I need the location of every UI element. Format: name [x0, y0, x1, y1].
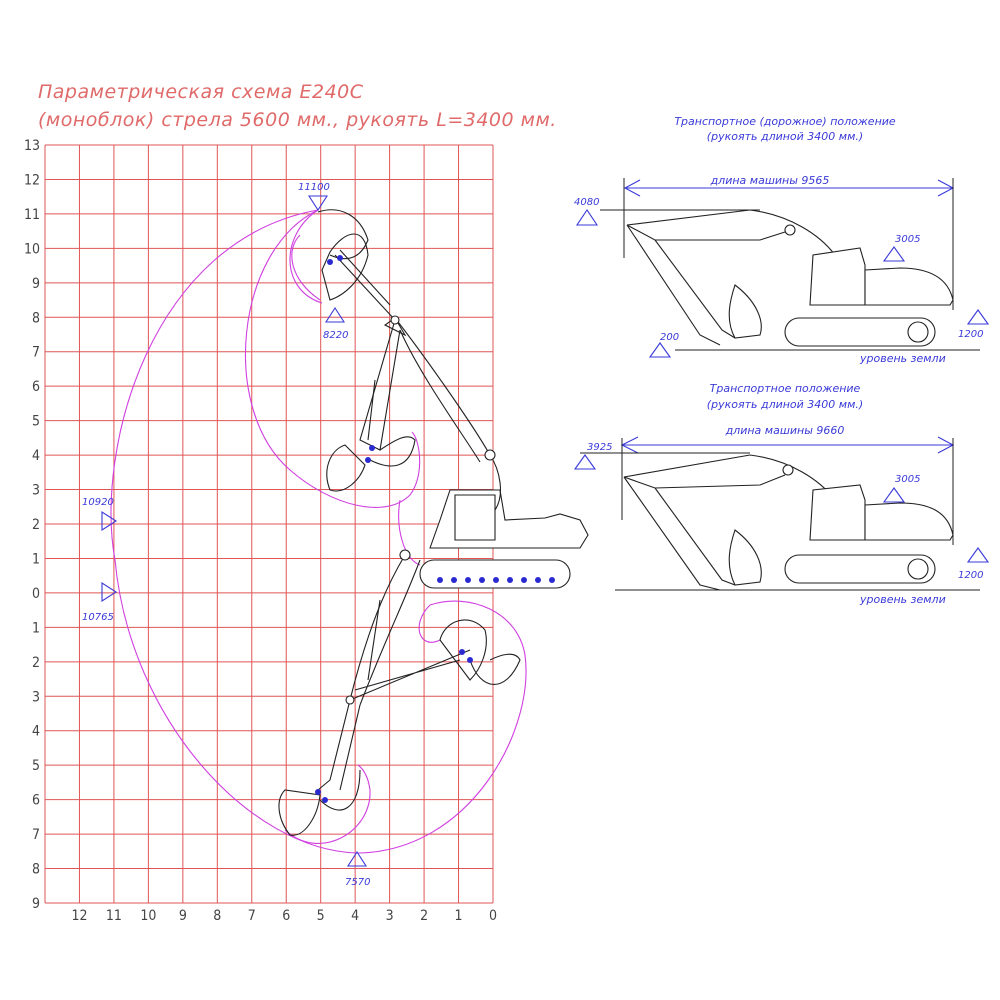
y-tick-label: 5	[32, 758, 40, 774]
max-height-marker: 11100	[298, 182, 330, 212]
x-tick-label: 7	[248, 908, 256, 924]
triangle-up-icon	[346, 850, 368, 867]
view2-height-value: 3925	[587, 442, 612, 453]
track-roller	[521, 577, 527, 583]
view1-counterweight-value: 1200	[958, 329, 983, 340]
y-tick-label: 0	[32, 586, 40, 602]
triangle-right-icon	[101, 510, 118, 532]
view2-title-line1: Транспортное положение	[710, 382, 861, 395]
y-tick-label: 7	[32, 345, 40, 361]
y-tick-label: 4	[32, 724, 40, 740]
digging-envelope	[110, 209, 527, 854]
view1-ground-label: уровень земли	[859, 352, 946, 365]
y-tick-label: 1	[32, 551, 40, 567]
view2-length-label: длина машины 9660	[725, 424, 845, 437]
excavator-tracks	[419, 559, 571, 589]
view2-title-line2: (рукоять длиной 3400 мм.)	[707, 398, 863, 411]
dump-height-marker: 8220	[323, 306, 348, 341]
max-reach-value: 10920	[82, 497, 114, 508]
x-tick-label: 10	[140, 908, 156, 924]
y-tick-label: 6	[32, 379, 40, 395]
max-reach-marker: 10920	[82, 497, 118, 532]
track-roller	[535, 577, 541, 583]
y-tick-label: 8	[32, 310, 40, 326]
y-tick-label: 13	[24, 138, 40, 154]
triangle-down-icon	[307, 195, 329, 212]
x-tick-label: 6	[282, 908, 290, 924]
x-tick-label: 5	[317, 908, 325, 924]
y-tick-label: 1	[32, 620, 40, 636]
track-roller	[451, 577, 457, 583]
y-tick-label: 10	[24, 241, 40, 257]
y-tick-label: 6	[32, 793, 40, 809]
y-tick-label: 2	[32, 517, 40, 533]
view1-cab-height-value: 3005	[895, 234, 920, 245]
triangle-up-icon	[324, 306, 346, 323]
max-height-value: 11100	[298, 182, 330, 193]
track-roller	[507, 577, 513, 583]
view1-length-label: длина машины 9565	[710, 174, 830, 187]
y-tick-label: 4	[32, 448, 40, 464]
max-depth-value: 7570	[345, 877, 370, 888]
track-roller	[479, 577, 485, 583]
y-tick-label: 9	[32, 276, 40, 292]
transport-road-position-view: Транспортное (дорожное) положение (рукоя…	[574, 115, 990, 365]
x-tick-label: 2	[420, 908, 428, 924]
track-roller	[549, 577, 555, 583]
max-depth-marker: 7570	[345, 850, 370, 888]
excavator-working-positions	[278, 209, 589, 836]
triangle-right-icon	[101, 581, 118, 603]
y-tick-label: 2	[32, 655, 40, 671]
diagram-title-line2: (моноблок) стрела 5600 мм., рукоять L=34…	[38, 109, 557, 131]
view1-title-line2: (рукоять длиной 3400 мм.)	[707, 130, 863, 143]
y-tick-label: 12	[24, 172, 40, 188]
x-tick-label: 8	[213, 908, 221, 924]
y-tick-label: 11	[24, 207, 40, 223]
x-tick-label: 1	[455, 908, 463, 924]
y-tick-label: 3	[32, 689, 40, 705]
x-tick-label: 0	[489, 908, 497, 924]
y-tick-label: 9	[32, 896, 40, 912]
dump-height-value: 8220	[323, 330, 348, 341]
y-tick-label: 7	[32, 827, 40, 843]
transport-position-view: Транспортное положение (рукоять длиной 3…	[573, 382, 990, 606]
ground-reach-value: 10765	[82, 612, 114, 623]
x-tick-label: 3	[386, 908, 394, 924]
view2-counterweight-value: 1200	[958, 570, 983, 581]
track-roller	[437, 577, 443, 583]
x-tick-label: 11	[106, 908, 122, 924]
track-roller	[465, 577, 471, 583]
y-tick-label: 8	[32, 862, 40, 878]
ground-reach-marker: 10765	[82, 581, 118, 623]
track-roller	[493, 577, 499, 583]
view2-cab-height-value: 3005	[895, 474, 920, 485]
view1-height-value: 4080	[574, 197, 599, 208]
excavator-body	[429, 489, 589, 549]
x-tick-label: 4	[351, 908, 359, 924]
view2-ground-label: уровень земли	[859, 593, 946, 606]
y-tick-label: 5	[32, 414, 40, 430]
view1-bucket-height-value: 200	[660, 332, 679, 343]
x-tick-label: 12	[71, 908, 87, 924]
x-tick-label: 9	[179, 908, 187, 924]
y-tick-label: 3	[32, 483, 40, 499]
diagram-title-line1: Параметрическая схема E240C	[38, 81, 364, 103]
view1-title-line1: Транспортное (дорожное) положение	[674, 115, 896, 128]
